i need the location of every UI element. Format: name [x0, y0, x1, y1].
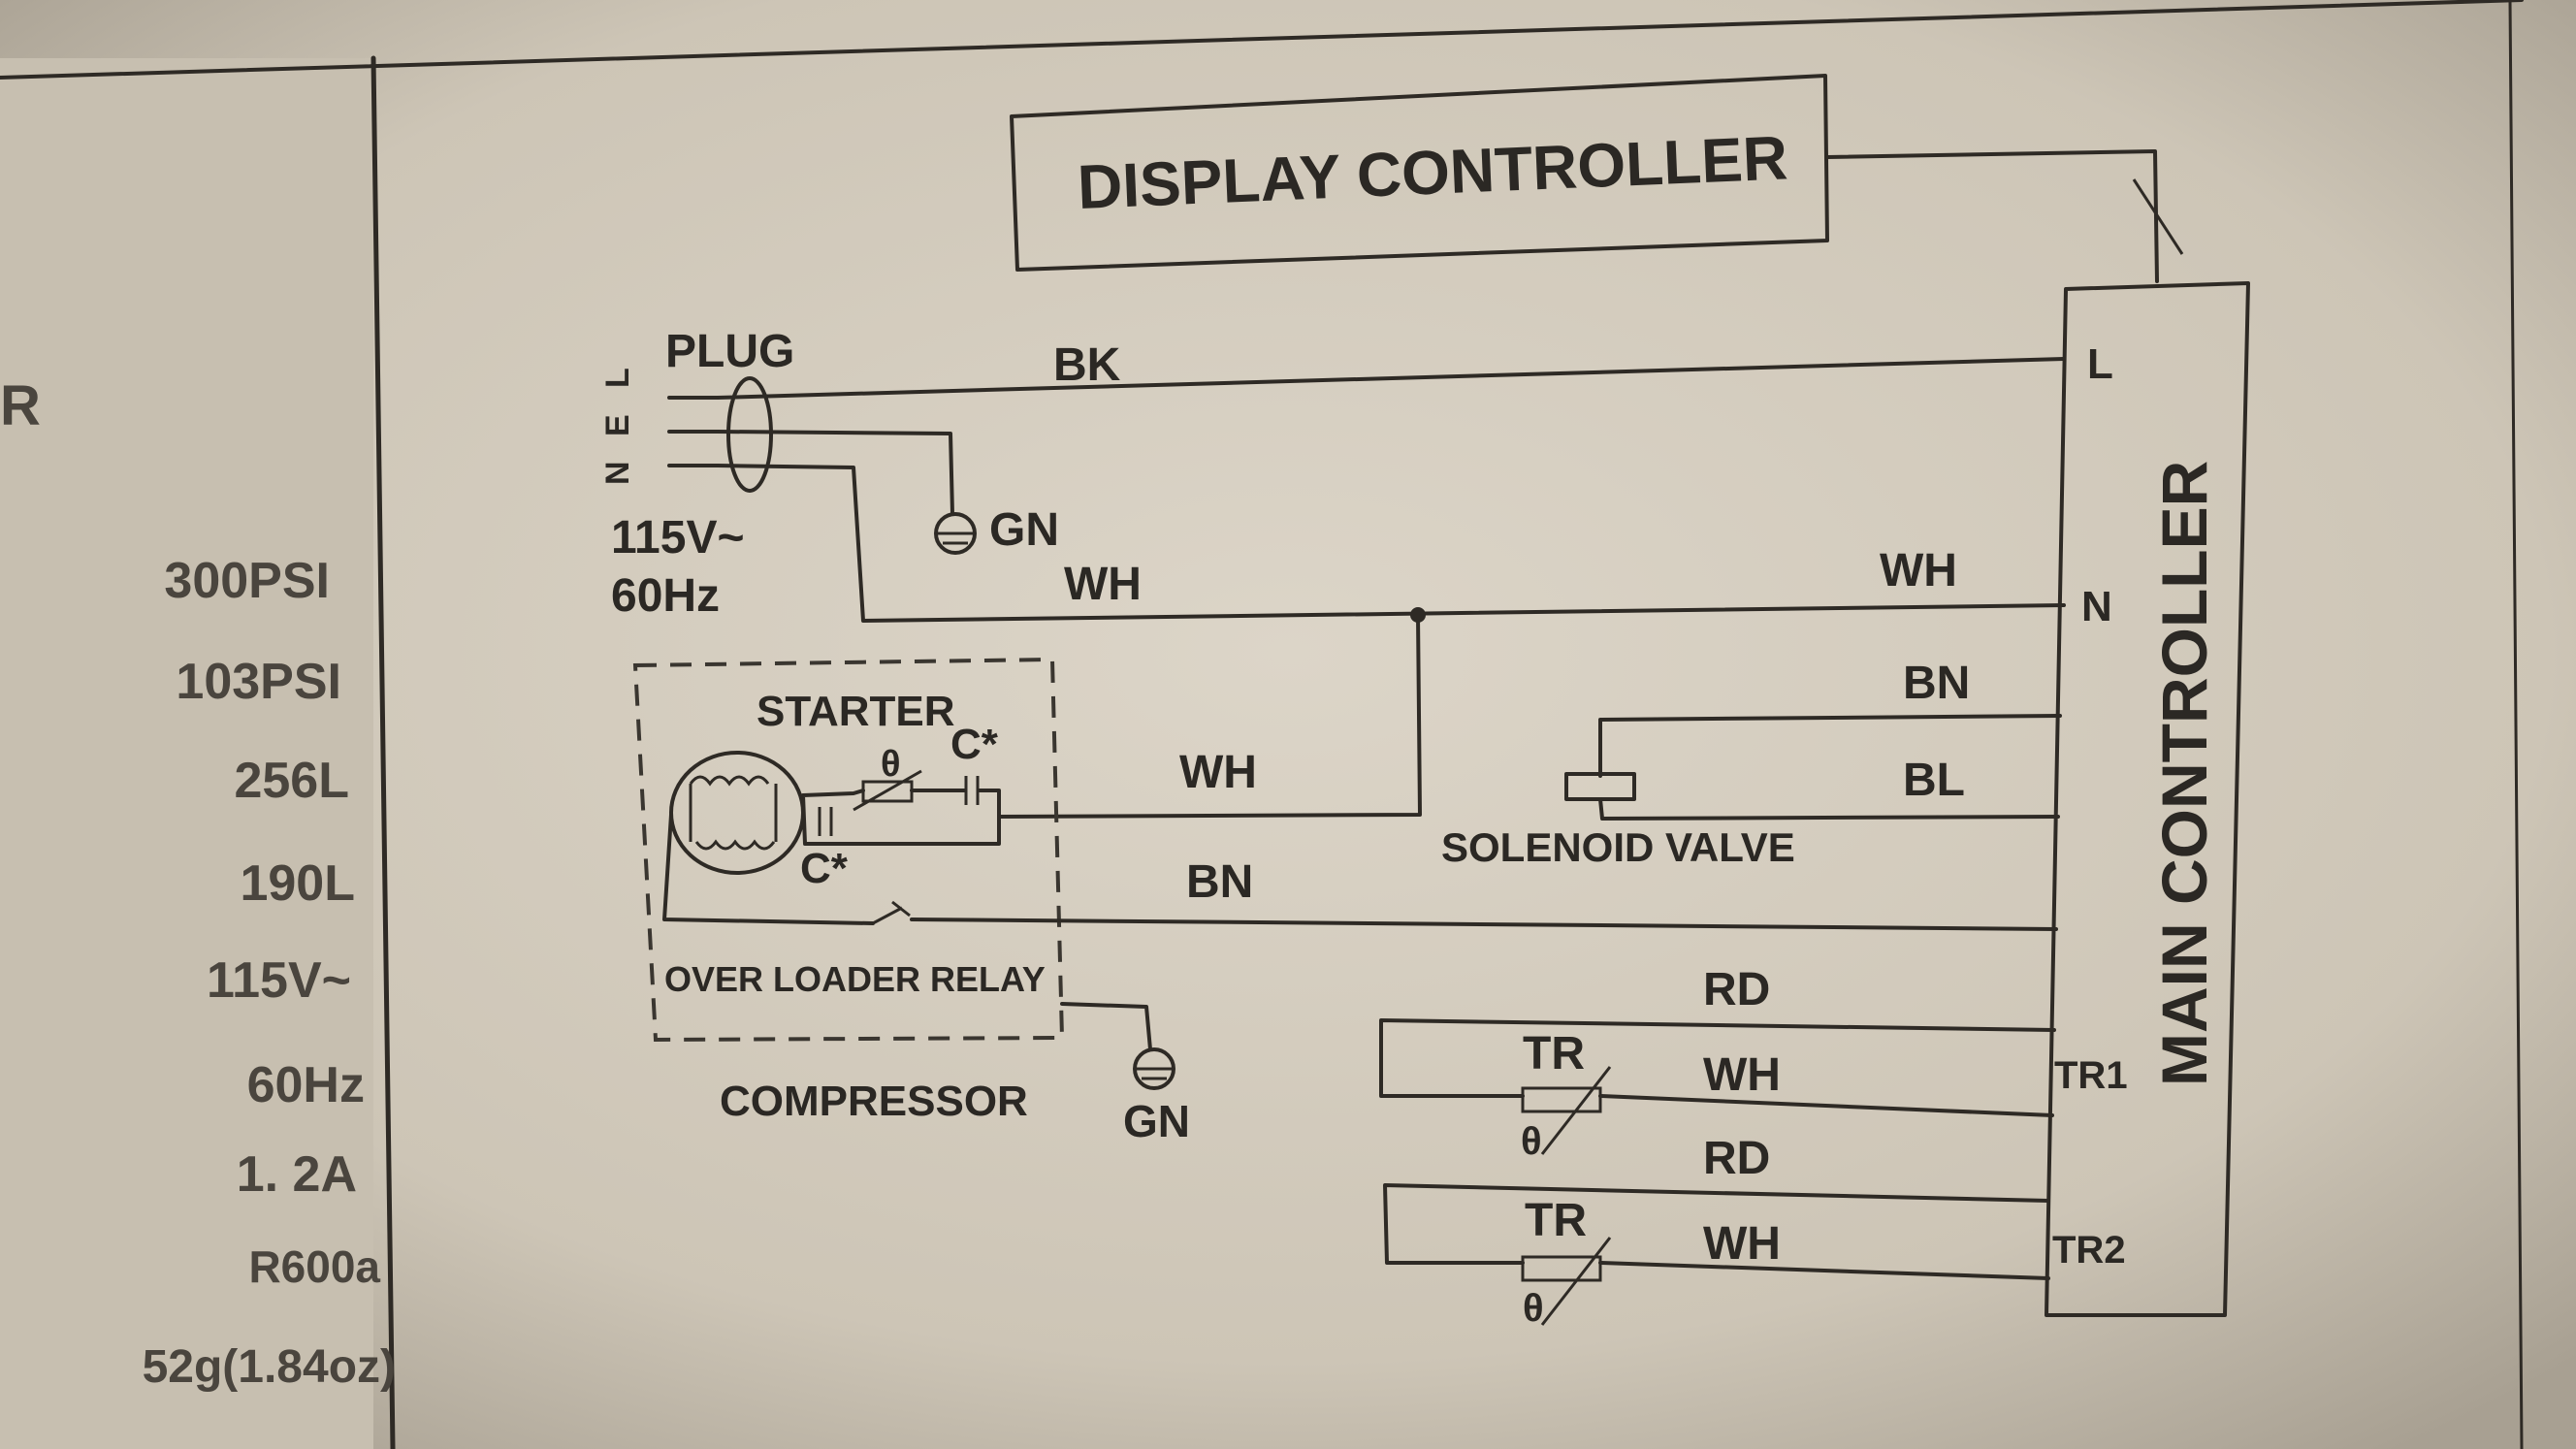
plug-pin-e: E: [599, 414, 636, 436]
spec-value: R600a: [248, 1241, 380, 1292]
earth-symbol-lines: [938, 531, 973, 545]
main-controller-label: MAIN CONTROLLER: [2148, 461, 2220, 1086]
plug-ferrite-ring: [726, 376, 773, 493]
terminal-l: L: [2087, 340, 2113, 388]
plug-pin-l: L: [599, 368, 636, 388]
wire-rd2-label: RD: [1703, 1133, 1770, 1184]
wire-wh-neutral: [716, 464, 2066, 623]
wire-bn-valve: [1598, 714, 2062, 778]
compressor-label: COMPRESSOR: [720, 1078, 1028, 1125]
tr1-thermistor-slash: [1540, 1066, 1612, 1155]
plug-pin-n: N: [599, 461, 636, 485]
plug-pins: [667, 396, 720, 467]
spec-value: 1. 2A: [237, 1146, 357, 1203]
main-controller-box: [2045, 281, 2250, 1317]
wire-gn-compressor: [1060, 1002, 1152, 1051]
compressor-enclosure: [632, 657, 1065, 1043]
wire-bn-relay-label: BN: [1186, 856, 1253, 908]
display-controller-box: [1010, 74, 1829, 272]
wire-bl-valve-label: BL: [1903, 755, 1965, 806]
plug-label: PLUG: [665, 326, 794, 377]
capacitor-top-label: C*: [950, 721, 999, 768]
wire-wh1-label: WH: [1703, 1049, 1781, 1101]
spec-value: 300PSI: [164, 553, 330, 609]
wire-rd1-label: RD: [1703, 964, 1770, 1015]
plug-voltage: 115V~: [611, 512, 744, 564]
wire-gn-plug-label: GN: [989, 504, 1059, 556]
display-cable: [1825, 149, 2159, 283]
wire-bn-valve-label: BN: [1903, 658, 1970, 709]
starter-circuit: [801, 789, 1001, 846]
plug-frequency: 60Hz: [611, 570, 720, 622]
wire-wh2-label: WH: [1703, 1218, 1781, 1270]
tr2-label: TR: [1525, 1195, 1587, 1246]
right-border-line: [2508, 0, 2524, 1449]
sensor-loop-tr2: [1383, 1183, 2050, 1280]
thermistor-slash: [853, 769, 922, 812]
wire-bk-label: BK: [1053, 339, 1121, 391]
cable-break-mark: [2132, 178, 2184, 255]
spec-panel-divider: [370, 55, 396, 1449]
terminal-tr1: TR1: [2054, 1054, 2128, 1097]
tr2-thermistor-slash: [1540, 1237, 1612, 1326]
overload-relay-switch: [872, 900, 911, 925]
top-border-line: [0, 0, 2524, 80]
tr2-thermistor-symbol: [1521, 1255, 1602, 1282]
wire-gn-plug: [716, 430, 954, 516]
spec-value: 103PSI: [176, 654, 341, 710]
capacitor-run-symbol: [818, 807, 833, 836]
wire-wh-plug-label: WH: [1064, 559, 1142, 610]
wire-bl-valve: [1598, 797, 2060, 821]
spec-value: 190L: [240, 855, 355, 912]
wire-gn-compressor-label: GN: [1123, 1096, 1190, 1146]
solenoid-valve-label: SOLENOID VALVE: [1441, 824, 1795, 870]
terminal-n: N: [2081, 583, 2112, 630]
wire-bk: [716, 357, 2066, 400]
earth-symbol-compressor-lines: [1137, 1067, 1172, 1080]
thermistor-symbol: [861, 780, 914, 803]
spec-value: 115V~: [207, 952, 351, 1009]
terminal-tr2: TR2: [2052, 1229, 2126, 1272]
spec-panel: [0, 58, 373, 1449]
wire-wh-n-label: WH: [1880, 545, 1957, 596]
spec-value: 52g(1.84oz): [143, 1341, 396, 1393]
wire-bn-relay: [662, 813, 2058, 931]
tr1-thermistor-symbol: [1521, 1086, 1602, 1113]
spec-value: 256L: [234, 753, 349, 809]
wire-wh-starter-label: WH: [1179, 747, 1257, 798]
capacitor-symbol: [964, 776, 980, 805]
starter-label: STARTER: [757, 688, 955, 735]
sensor-loop-tr1: [1379, 1018, 2056, 1117]
wire-wh-starter: [997, 613, 1422, 819]
thermistor-theta-label: θ: [881, 744, 901, 785]
capacitor-bottom-label: C*: [800, 845, 849, 892]
earth-symbol-plug: [934, 512, 977, 555]
motor-windings: [689, 775, 778, 851]
earth-symbol-compressor: [1133, 1047, 1175, 1090]
tr1-theta-label: θ: [1521, 1120, 1542, 1163]
over-loader-relay-label: OVER LOADER RELAY: [664, 959, 1046, 999]
spec-partial-label: R: [0, 374, 41, 437]
spec-value: 60Hz: [247, 1057, 365, 1113]
tr1-label: TR: [1523, 1028, 1585, 1079]
tr2-theta-label: θ: [1523, 1287, 1544, 1330]
